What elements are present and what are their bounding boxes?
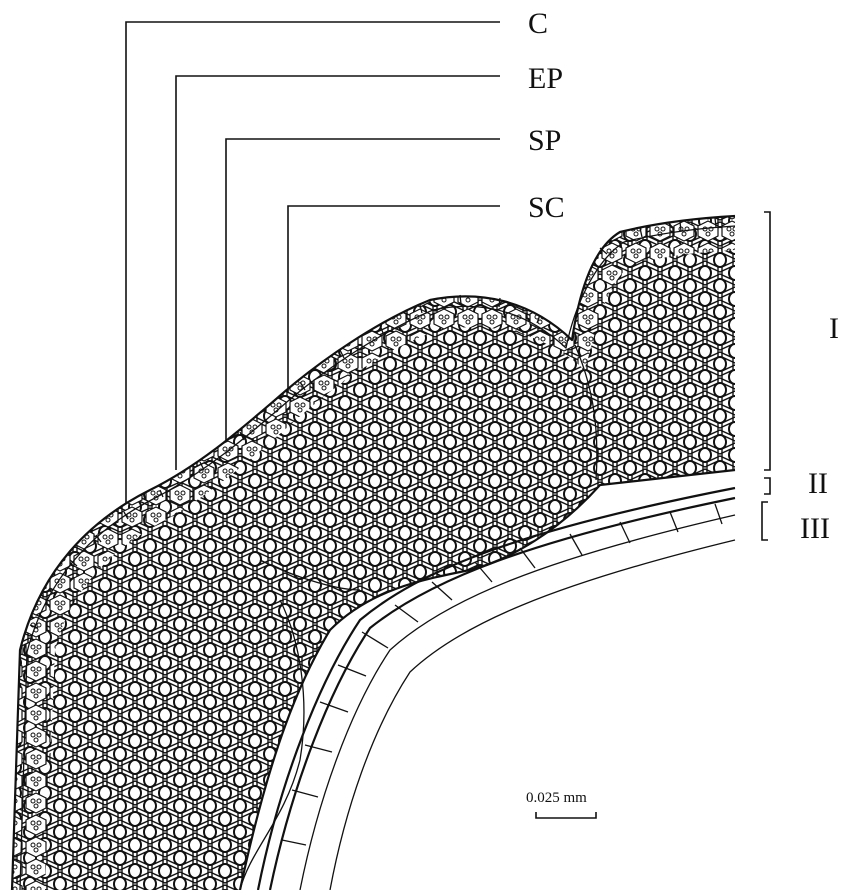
region-label-ii: II xyxy=(808,467,828,500)
label-ep: EP xyxy=(528,62,563,95)
label-c: C xyxy=(528,7,548,40)
bracket-iii xyxy=(762,502,768,540)
tissue-body xyxy=(0,200,740,890)
bracket-ii xyxy=(764,478,770,494)
scale-bar-line xyxy=(536,812,596,818)
region-brackets xyxy=(762,212,770,540)
bracket-i xyxy=(764,212,770,470)
scale-bar-label: 0.025 mm xyxy=(526,790,587,806)
region-label-iii: III xyxy=(800,512,830,545)
region-label-i: I xyxy=(829,312,839,345)
scale-bar: 0.025 mm xyxy=(526,790,596,818)
label-sc: SC xyxy=(528,191,565,224)
layer-fourth-line xyxy=(330,540,735,890)
label-sp: SP xyxy=(528,124,561,157)
